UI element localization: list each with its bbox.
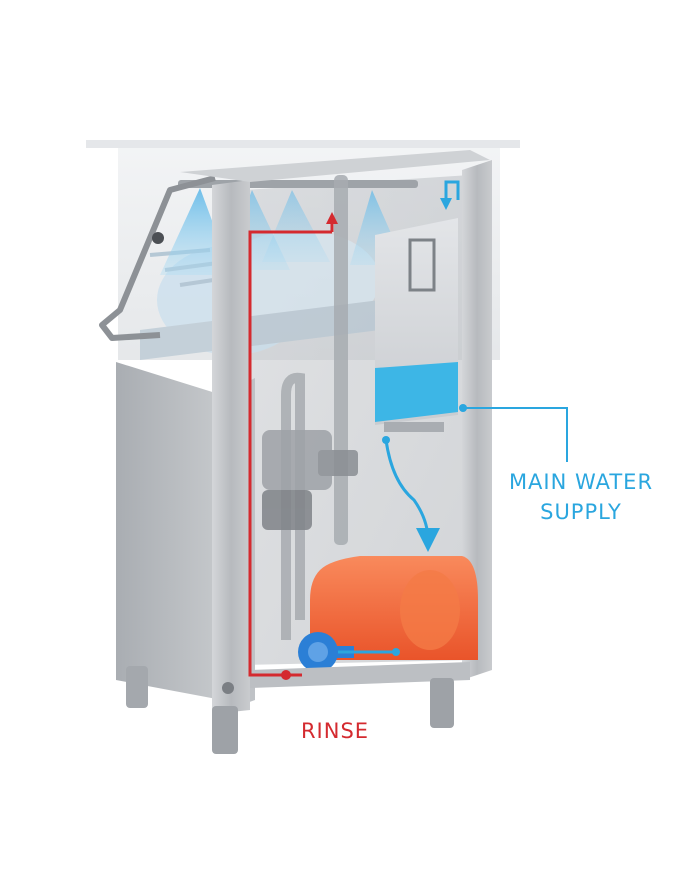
standpipe (334, 175, 348, 545)
inlet-arrow (440, 180, 460, 210)
rinse-arrow-head (326, 212, 338, 224)
top-hood-edge (86, 140, 520, 148)
main-water-supply-label: MAIN WATER SUPPLY (487, 467, 675, 527)
main-water-line1-text: MAIN WATER (508, 470, 654, 494)
rinse-text: RINSE (300, 719, 370, 743)
base-frame (250, 662, 470, 688)
lifting-handle (99, 175, 216, 341)
leg-rear-left (126, 666, 148, 708)
leg-rear-right (430, 678, 454, 728)
main-water-line (463, 407, 568, 462)
rinse-label: RINSE (280, 716, 390, 746)
rinse-pump (298, 632, 354, 672)
wash-pump (262, 430, 358, 530)
loop-pipe (281, 372, 305, 640)
main-water-dot (459, 404, 467, 412)
front-frame-column (212, 180, 250, 714)
rinse-dot (281, 670, 291, 680)
leg-front-left (212, 706, 238, 754)
boiler-water-level (375, 362, 458, 422)
cabinet-side-panel (116, 362, 222, 700)
top-frame-bar (180, 150, 490, 182)
rinse-tank (310, 556, 478, 660)
main-water-line2-text: SUPPLY (540, 500, 622, 524)
water-flow-arrow (384, 439, 440, 552)
rear-frame-column (462, 160, 492, 680)
